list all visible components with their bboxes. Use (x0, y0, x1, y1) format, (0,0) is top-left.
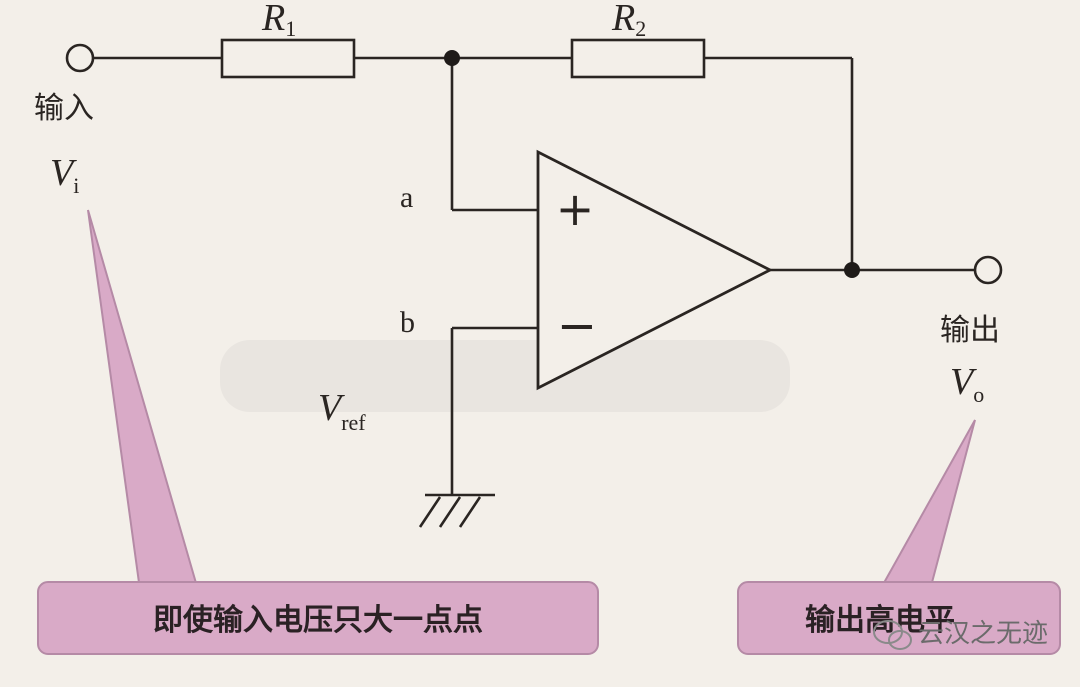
left-callout-text: 即使输入电压只大一点点 (153, 603, 483, 638)
watermark-text: 云汉之无迹 (918, 619, 1048, 649)
right-callout-text: 输出高电平 (805, 603, 955, 638)
node-b-label: b (400, 306, 415, 339)
background-smudge (220, 340, 790, 412)
watermark: 云汉之无迹 (873, 619, 1048, 650)
op-amp-triangle (536, 149, 774, 391)
output-terminal (973, 255, 1003, 285)
vref-label: Vref (318, 387, 366, 435)
junction-dot-top (444, 50, 460, 66)
input-terminal (65, 43, 95, 73)
left-callout-box (37, 581, 599, 655)
vo-label: Vo (950, 361, 984, 407)
junction-dot-output (844, 262, 860, 278)
plus-sign: + (556, 182, 595, 236)
r1-label: R1 (261, 0, 296, 41)
node-a-label: a (400, 181, 413, 214)
resistor-r1 (220, 38, 356, 79)
vi-label: Vi (50, 152, 79, 198)
input-label: 输入 (34, 91, 94, 126)
left-callout-pointer (87, 209, 200, 591)
minus-sign: − (557, 298, 597, 354)
r2-label: R2 (611, 0, 646, 41)
right-callout-pointer (878, 419, 976, 591)
output-label: 输出 (940, 313, 1000, 348)
ground-symbol (418, 493, 495, 528)
right-callout-box (737, 581, 1061, 655)
resistor-r2 (570, 38, 706, 79)
